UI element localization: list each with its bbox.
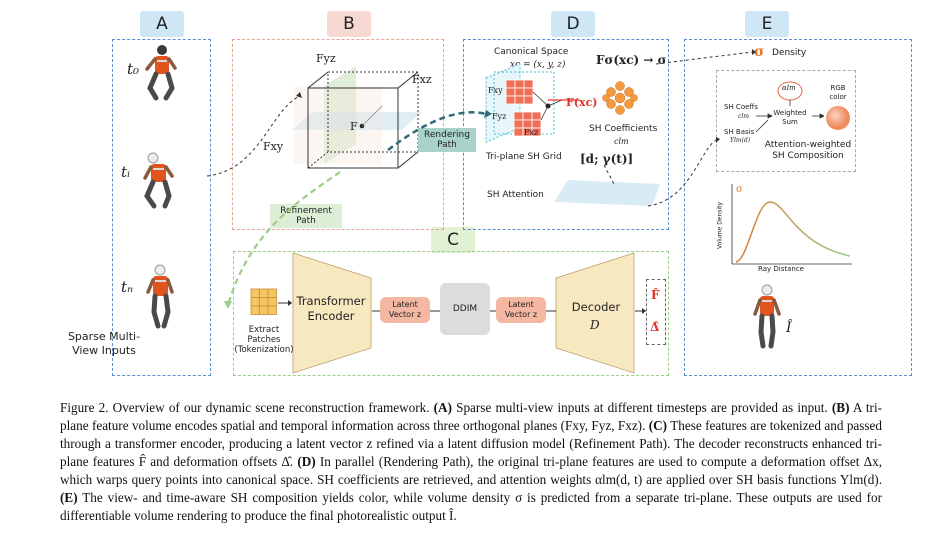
panel-label-d: D — [551, 11, 595, 37]
output-delta-hat: Δ̂ — [650, 320, 660, 334]
sigma-equation: Fσ(xc) → σ — [596, 53, 667, 67]
worker-figure-ti — [143, 152, 174, 209]
caption-label-e: (E) — [60, 490, 78, 505]
sparse-inputs-label: Sparse Multi- View Inputs — [67, 330, 141, 357]
caption-sentence-5: The view- and time-aware SH composition … — [60, 490, 882, 523]
composition-arrows — [755, 113, 824, 133]
panel-label-c: C — [431, 227, 475, 253]
sh-basis-label: SH Basis — [724, 128, 755, 136]
sigma-density-symbol: σ — [754, 44, 765, 60]
label-f-center: F — [350, 120, 358, 133]
caption-sentence-0: Overview of our dynamic scene reconstruc… — [108, 400, 434, 415]
caption-figure-number: Figure 2. — [60, 400, 109, 415]
label-fxz-d: Fxz — [524, 128, 539, 137]
ylm-label: Ylm(d) — [730, 137, 751, 144]
sh-coefficient-sphere — [602, 81, 638, 115]
worker-figure-t0 — [145, 45, 177, 101]
panel-label-e: E — [745, 11, 789, 37]
decoder-label: Decoder — [571, 300, 621, 314]
label-fxz-b: Fxz — [412, 73, 432, 86]
attention-composition-label: Attention-weighted SH Composition — [764, 140, 852, 161]
panel-e-border — [684, 39, 912, 376]
clm-label-e: clm — [738, 113, 749, 120]
connecting-arrows — [206, 49, 756, 314]
density-label: Density — [772, 48, 807, 58]
refinement-path-label: Refinement Path — [270, 204, 342, 228]
sh-attention-label: SH Attention — [487, 190, 544, 200]
caption-label-b: (B) — [831, 400, 850, 415]
panel-label-a: A — [140, 11, 184, 37]
label-fxy-b: Fxy — [263, 140, 284, 153]
alpha-node — [777, 81, 803, 106]
label-fyz-b: Fyz — [316, 52, 336, 65]
triplane-cube — [292, 66, 422, 169]
caption-sentence-2: A tri-plane feature volume encodes spati… — [60, 400, 883, 433]
weighted-sum-label: Weighted Sum — [773, 109, 807, 126]
fxc-label: F(xc) — [566, 96, 598, 109]
latent-vector-left: Latent Vector z — [380, 297, 430, 323]
rgb-color-circle — [826, 106, 850, 130]
label-fyz-d: Fyz — [492, 112, 507, 121]
caption-sentence-3: These features are tokenized and passed … — [60, 418, 882, 469]
curve-sigma-label: σ — [736, 184, 743, 195]
transformer-trapezoid — [292, 252, 372, 374]
figure-caption: Figure 2. Overview of our dynamic scene … — [60, 399, 882, 525]
decoder-output-box — [646, 279, 666, 345]
clm-label-d: clm — [614, 137, 629, 146]
rgb-color-label: RGB color — [829, 84, 847, 101]
d-gamma-label: [d; γ(t)] — [580, 152, 634, 166]
x-axis-label: Ray Distance — [758, 265, 804, 273]
figure-diagram: A B D E C t₀ tᵢ tₙ Sparse Multi- View In… — [67, 11, 912, 376]
panel-label-b: B — [327, 11, 371, 37]
alpha-lm-label: αlm — [782, 84, 796, 92]
caption-sentence-1: Sparse multi-view inputs at different ti… — [451, 400, 832, 415]
patch-grid — [250, 288, 277, 315]
output-f-hat: F̂ — [651, 288, 660, 302]
label-fxy-d: Fxy — [488, 86, 503, 95]
caption-label-d: (D) — [297, 454, 316, 469]
timestep-ti: tᵢ — [121, 163, 131, 181]
caption-label-a: (A) — [433, 400, 452, 415]
caption-label-c: (C) — [648, 418, 668, 433]
rendering-path-label: Rendering Path — [418, 128, 476, 152]
attention-plane — [554, 180, 660, 206]
output-i-hat: Î — [786, 320, 792, 336]
extract-patches-label: Extract Patches (Tokenization) — [234, 325, 294, 355]
sh-composition-box — [716, 70, 856, 172]
canonical-space-label: Canonical Space — [494, 47, 569, 57]
ddim-box: DDIM — [440, 283, 490, 335]
xc-equation: xc = (x, y, z) — [510, 60, 566, 70]
worker-figure-tn — [146, 264, 174, 329]
panel-c-border — [233, 251, 669, 376]
latent-vector-right: Latent Vector z — [496, 297, 546, 323]
sh-coefficients-label: SH Coefficients — [589, 124, 658, 134]
decoder-symbol: D — [590, 318, 600, 332]
timestep-tn: tₙ — [121, 278, 134, 296]
caption-sentence-4: In parallel (Rendering Path), the origin… — [60, 454, 882, 487]
decoder-trapezoid — [555, 252, 635, 374]
sh-coeffs-label-e: SH Coeffs — [724, 103, 758, 111]
timestep-t0: t₀ — [127, 60, 140, 78]
output-worker-figure — [753, 284, 781, 349]
panel-a-border — [112, 39, 211, 376]
triplane-grid-label: Tri-plane SH Grid — [486, 152, 562, 162]
triplane-sh-grid — [485, 63, 563, 143]
density-curve-plot — [731, 184, 852, 265]
transformer-encoder-label: Transformer Encoder — [296, 294, 366, 323]
